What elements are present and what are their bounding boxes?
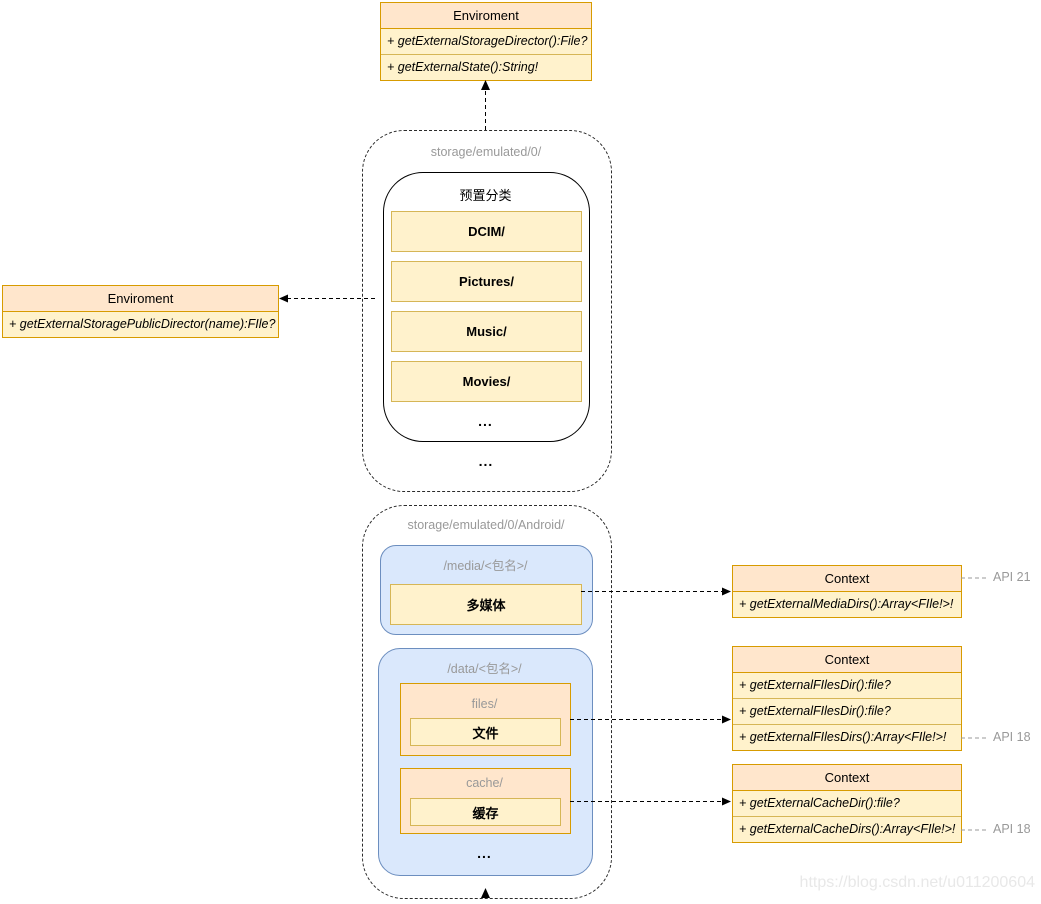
files-item: 文件 <box>410 718 561 746</box>
method-getExternalFilesDir-1: + getExternalFIlesDir():file? <box>733 673 961 698</box>
class-environment-top: Enviroment + getExternalStorageDirector(… <box>380 2 592 81</box>
folder-pictures: Pictures/ <box>391 261 582 302</box>
arrowhead-right-media-icon <box>722 587 731 596</box>
api-level-18-files-label: API 18 <box>993 730 1031 744</box>
method-getExternalStorageDirector: + getExternalStorageDirector():File? <box>381 29 591 54</box>
class-context-cache: Context + getExternalCacheDir():file? + … <box>732 764 962 843</box>
class-environment-left-title: Enviroment <box>3 286 278 312</box>
api-level-18-cache-label: API 18 <box>993 822 1031 836</box>
container-storage-android <box>362 505 612 899</box>
method-getExternalFilesDir-2: + getExternalFIlesDir():file? <box>733 698 961 724</box>
class-context-cache-title: Context <box>733 765 961 791</box>
arrowhead-up-icon <box>481 80 490 90</box>
method-getExternalStoragePublicDirector: + getExternalStoragePublicDirector(name)… <box>3 312 278 337</box>
method-getExternalCacheDirs: + getExternalCacheDirs():Array<FIle!>! <box>733 816 961 842</box>
class-environment-top-title: Enviroment <box>381 3 591 29</box>
container-storage-android-label: storage/emulated/0/Android/ <box>407 518 565 532</box>
storage-root-ellipsis: ... <box>478 453 494 469</box>
method-getExternalState: + getExternalState():String! <box>381 54 591 80</box>
cache-item: 缓存 <box>410 798 561 826</box>
folder-dcim: DCIM/ <box>391 211 582 252</box>
arrowhead-left-icon <box>279 294 288 303</box>
media-item: 多媒体 <box>390 584 582 625</box>
container-storage-root-label: storage/emulated/0/ <box>430 145 542 159</box>
arrowhead-right-cache-icon <box>722 797 731 806</box>
arrowhead-right-files-icon <box>722 715 731 724</box>
files-dir-label: files/ <box>471 697 498 711</box>
api-level-21-label: API 21 <box>993 570 1031 584</box>
watermark-url: https://blog.csdn.net/u011200604 <box>799 874 1035 891</box>
data-dir-label: /data/<包名>/ <box>447 662 522 676</box>
method-getExternalMediaDirs: + getExternalMediaDirs():Array<FIle!>! <box>733 592 961 617</box>
class-context-media-title: Context <box>733 566 961 592</box>
method-getExternalFilesDirs: + getExternalFIlesDirs():Array<FIle!>! <box>733 724 961 750</box>
phone-title: 预置分类 <box>459 188 512 203</box>
class-context-media: Context + getExternalMediaDirs():Array<F… <box>732 565 962 618</box>
data-dir-ellipsis: ... <box>477 845 492 861</box>
class-context-files-title: Context <box>733 647 961 673</box>
folder-music: Music/ <box>391 311 582 352</box>
phone-ellipsis: ... <box>478 413 493 429</box>
folder-movies: Movies/ <box>391 361 582 402</box>
method-getExternalCacheDir: + getExternalCacheDir():file? <box>733 791 961 816</box>
media-dir-label: /media/<包名>/ <box>443 559 528 573</box>
class-context-files: Context + getExternalFIlesDir():file? + … <box>732 646 962 751</box>
class-environment-left: Enviroment + getExternalStoragePublicDir… <box>2 285 279 338</box>
cache-dir-label: cache/ <box>466 776 503 790</box>
container-storage-root <box>362 130 612 492</box>
